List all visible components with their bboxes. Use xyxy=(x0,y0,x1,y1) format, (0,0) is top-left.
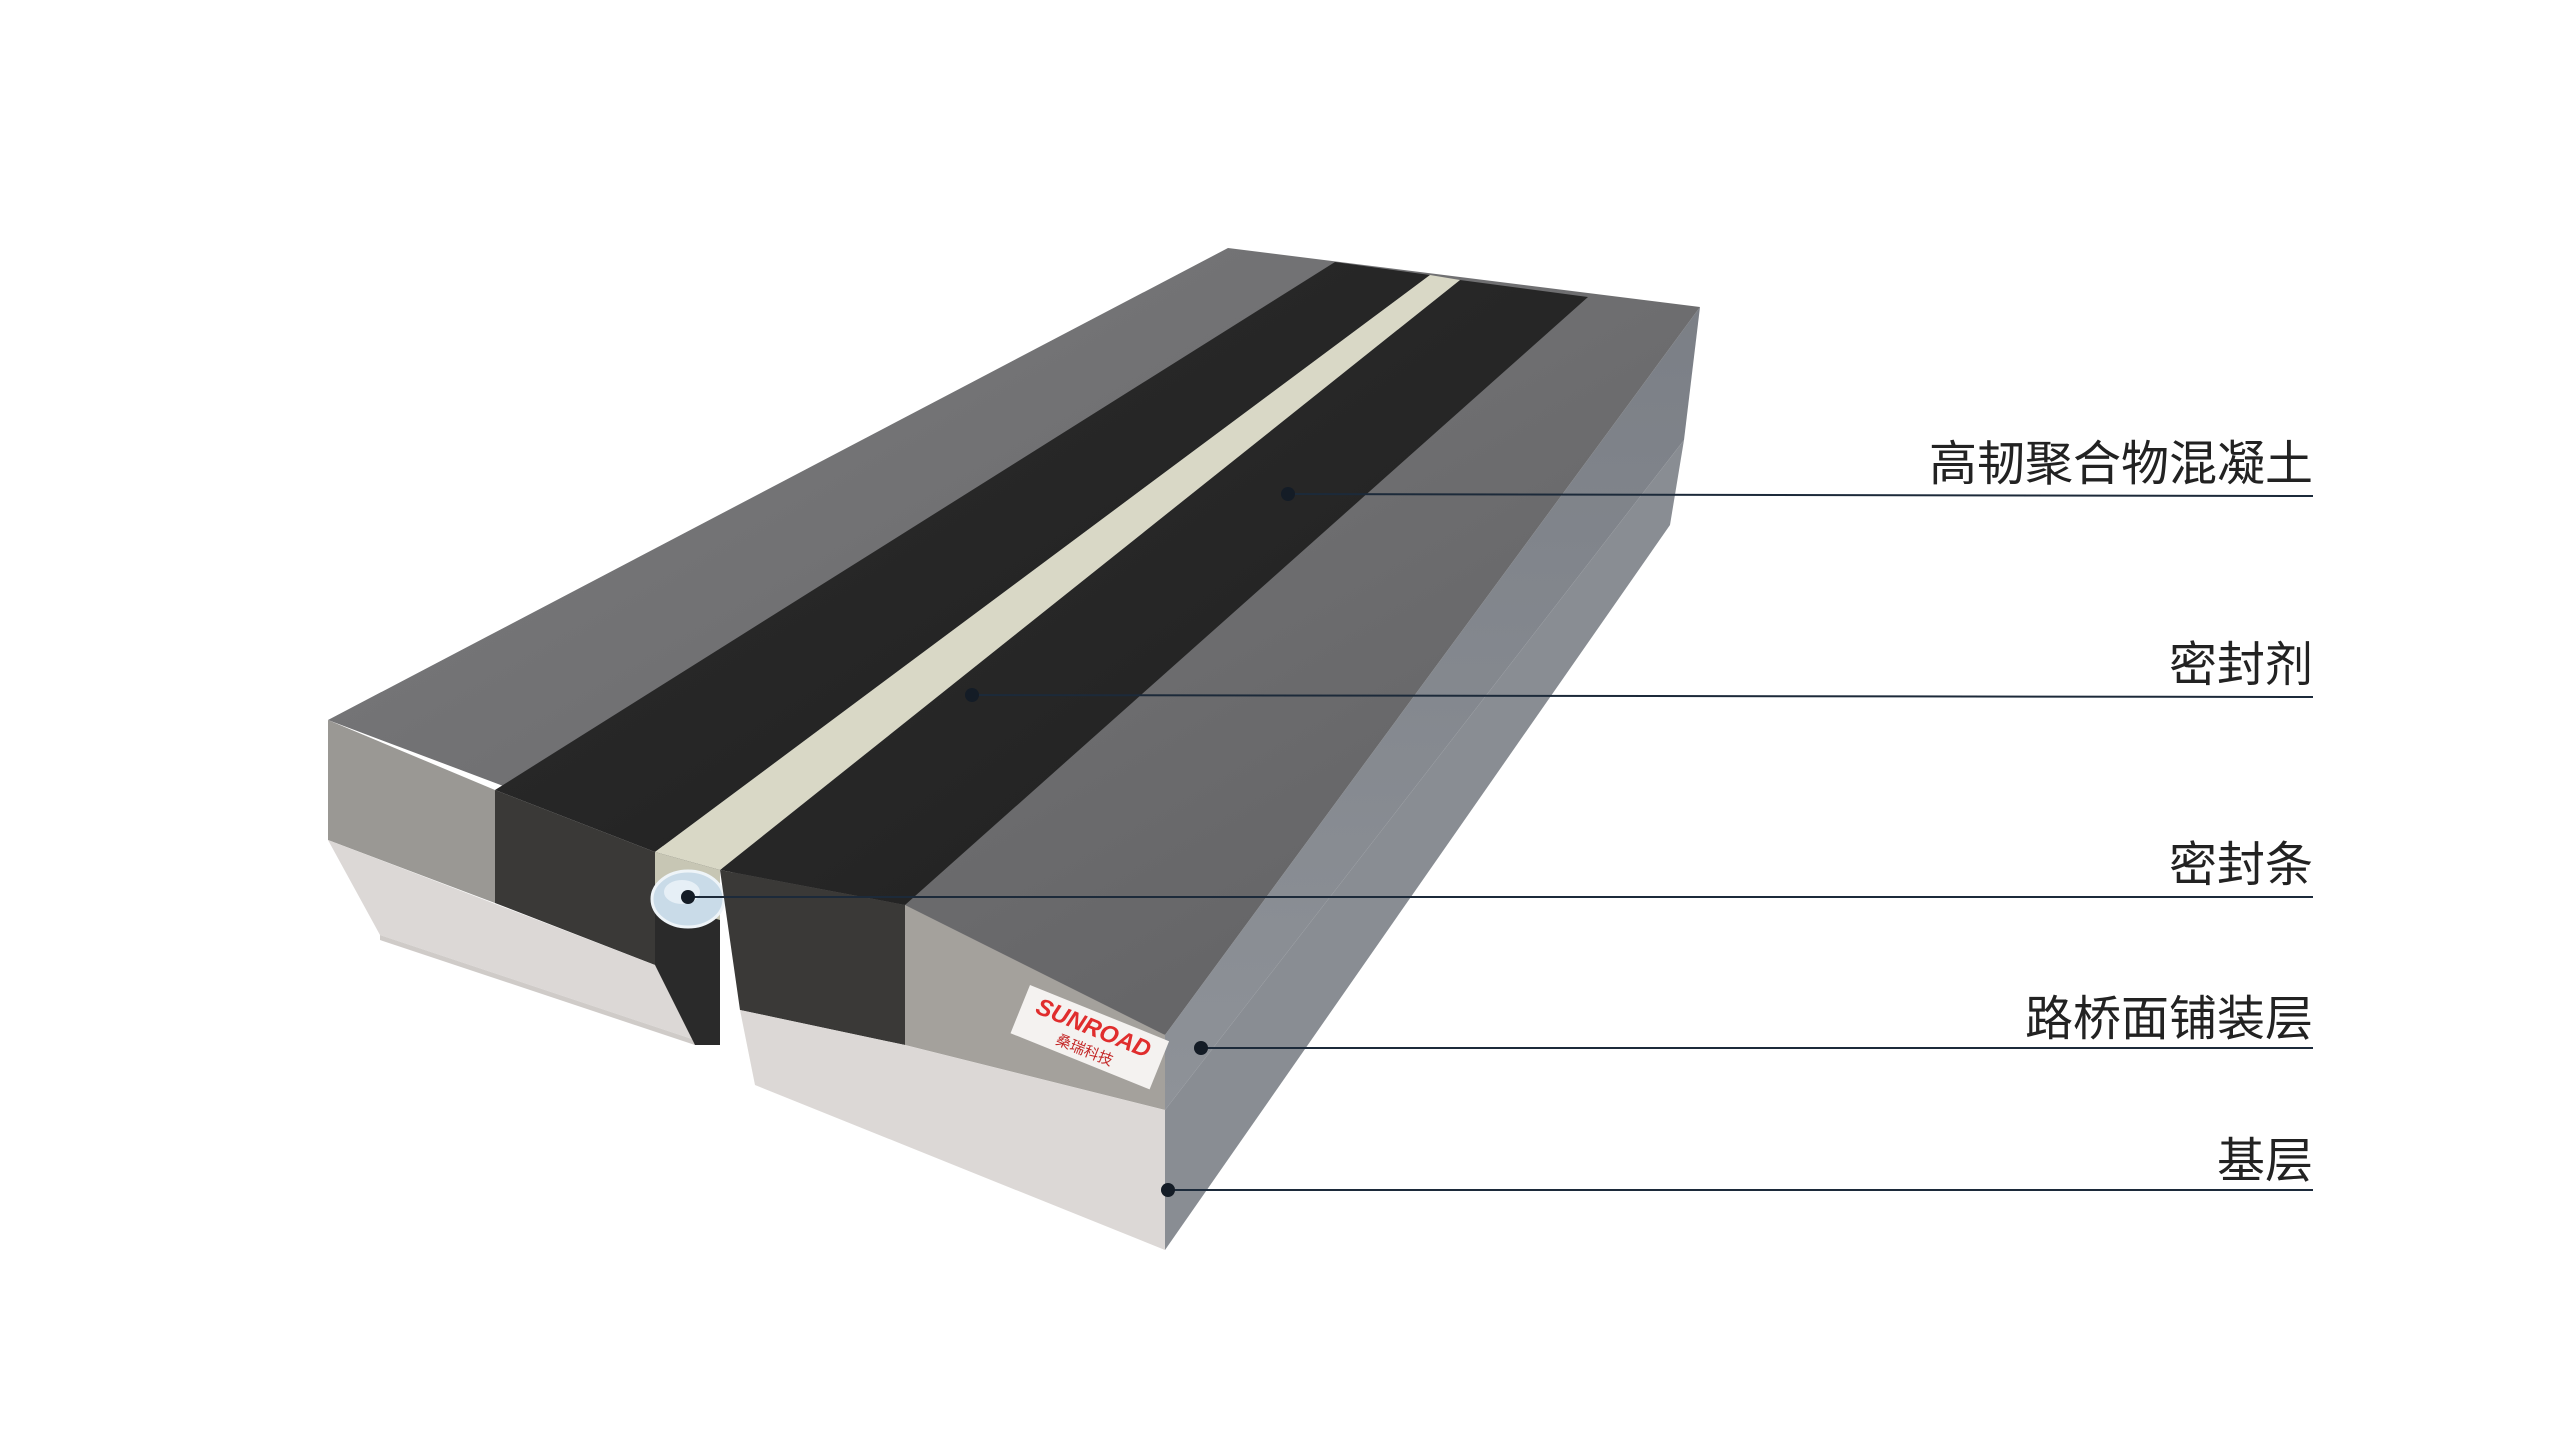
left-block-base-face xyxy=(328,840,695,1040)
dot-base-layer xyxy=(1161,1183,1175,1197)
callout-sealing-strip: 密封条 xyxy=(2168,837,2313,893)
leader-line-sealant xyxy=(971,694,2314,698)
callout-polymer-concrete: 高韧聚合物混凝土 xyxy=(1928,436,2313,492)
dot-sealing-strip xyxy=(681,890,695,904)
polymer-concrete-left-band xyxy=(495,262,1430,852)
callout-base-layer: 基层 xyxy=(2216,1133,2313,1189)
right-block-polymer-face xyxy=(720,870,905,1045)
left-block-base-front xyxy=(380,935,695,1045)
callout-sealant: 密封剂 xyxy=(2168,637,2313,693)
dot-pavement-layer xyxy=(1194,1041,1208,1055)
sealant-strip xyxy=(655,275,1460,870)
right-block-base-face xyxy=(740,1010,1165,1250)
callout-pavement-layer: 路桥面铺装层 xyxy=(2024,991,2313,1047)
left-block-polymer-face xyxy=(495,790,655,965)
dot-sealant xyxy=(965,688,979,702)
polymer-concrete-right-band xyxy=(720,280,1588,905)
leader-dots xyxy=(681,487,1295,1197)
left-block-pavement-face xyxy=(328,720,495,903)
leader-line-polymer-concrete xyxy=(1287,493,2314,497)
slab-right-side-pavement xyxy=(1165,307,1700,1110)
leader-lines xyxy=(688,493,2314,1191)
dot-polymer-concrete xyxy=(1281,487,1295,501)
